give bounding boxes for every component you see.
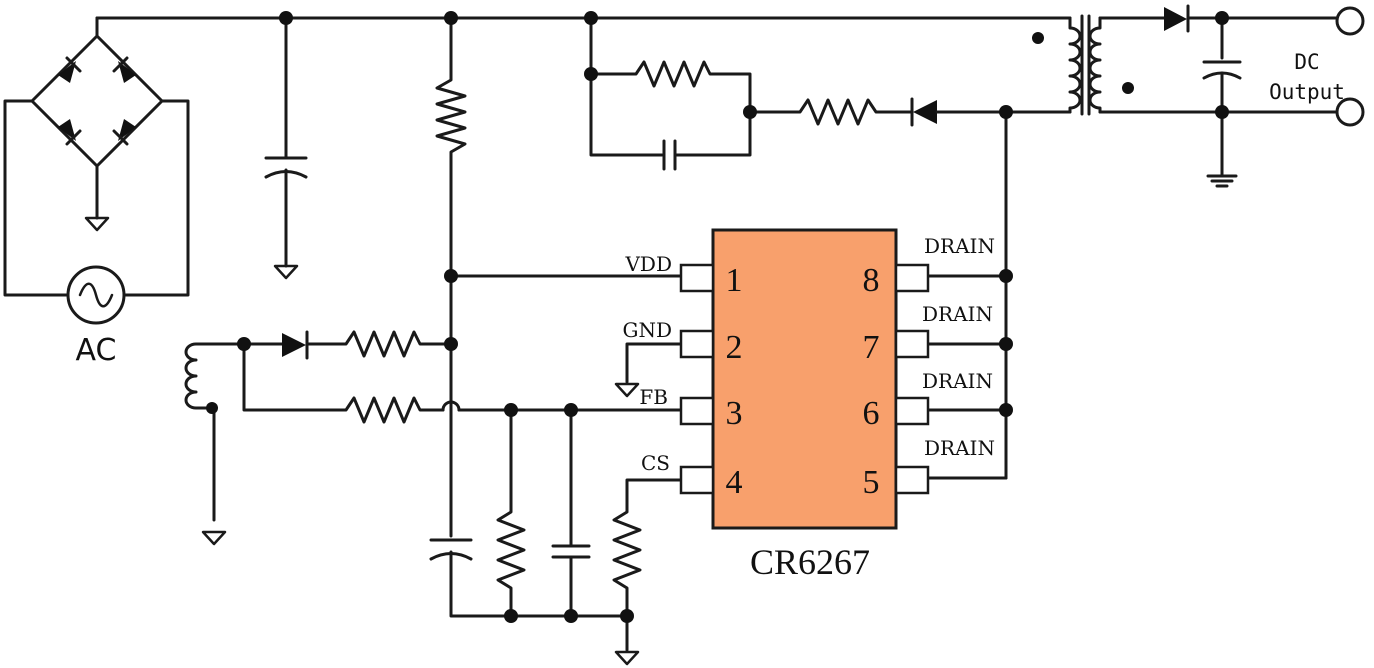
pin-6-label: DRAIN: [922, 369, 993, 393]
pin-1-number: 1: [726, 262, 743, 299]
current-sense-resistor: [612, 478, 683, 618]
chip-name: CR6267: [750, 542, 870, 582]
gnd-pin-wire: [614, 342, 683, 398]
ground-icon: [273, 264, 299, 280]
aux-dot-icon: [206, 402, 218, 414]
bridge-rectifier: [3, 16, 1072, 297]
pin-5-number: 5: [863, 464, 880, 501]
pin-3-label: FB: [639, 385, 668, 409]
dc-output-label-line2: Output: [1269, 80, 1345, 104]
pin-7-number: 7: [863, 329, 880, 366]
dc-output-negative-terminal: [1335, 97, 1365, 127]
ground-icon: [84, 216, 110, 232]
dc-output-label-line1: DC: [1294, 50, 1319, 74]
pin-5-label: DRAIN: [924, 436, 995, 460]
output-diode-icon: [1164, 7, 1187, 31]
drain-wiring: [926, 274, 1008, 480]
pin-3-number: 3: [726, 395, 743, 432]
pin-2-pad: [679, 329, 715, 359]
bridge-diode-icon: [58, 119, 76, 141]
bulk-capacitor: [264, 16, 308, 280]
ground-icon: [614, 382, 640, 398]
pin-6-number: 6: [863, 395, 880, 432]
pin-2-number: 2: [726, 329, 743, 366]
pin-3-pad: [679, 396, 715, 426]
aux-diode-icon: [282, 333, 306, 357]
pin-8-number: 8: [863, 262, 880, 299]
pin-4-label: CS: [641, 451, 670, 475]
pin-1-label: VDD: [624, 252, 672, 276]
ground-icon: [614, 650, 640, 666]
pin-8-label: DRAIN: [924, 234, 995, 258]
pin-4-number: 4: [726, 464, 743, 501]
pin-7-pad: [894, 329, 930, 359]
primary-dot-icon: [1032, 32, 1044, 44]
fb-network: [496, 408, 591, 618]
bridge-diode-icon: [58, 61, 76, 83]
dc-output-positive-terminal: [1335, 6, 1365, 36]
bridge-diode-icon: [118, 119, 136, 141]
auxiliary-winding: [184, 330, 683, 546]
pin-1-pad: [679, 263, 715, 293]
snubber-diode-icon: [913, 100, 937, 124]
transformer: [1032, 14, 1134, 116]
ac-label: AC: [76, 333, 117, 368]
ac-sine-icon: [78, 282, 114, 308]
secondary-dot-icon: [1122, 82, 1134, 94]
startup-resistor: [435, 16, 683, 538]
output-stage: DC Output: [1098, 4, 1365, 188]
pin-8-pad: [894, 263, 930, 293]
chip-body: [711, 228, 898, 530]
bridge-diode-icon: [118, 61, 136, 83]
pin-2-label: GND: [622, 318, 672, 342]
chip-cr6267: 1 2 3 4 8 7 6 5 VDD GND FB CS DRAIN DRAI…: [622, 228, 995, 582]
pin-5-pad: [894, 465, 930, 495]
pin-4-pad: [679, 465, 715, 495]
vdd-capacitor: [429, 538, 640, 666]
pin-7-label: DRAIN: [922, 302, 993, 326]
ac-source: AC: [66, 265, 126, 368]
pin-6-pad: [894, 396, 930, 426]
junction-dots: [237, 11, 1229, 623]
ground-icon: [201, 530, 227, 546]
